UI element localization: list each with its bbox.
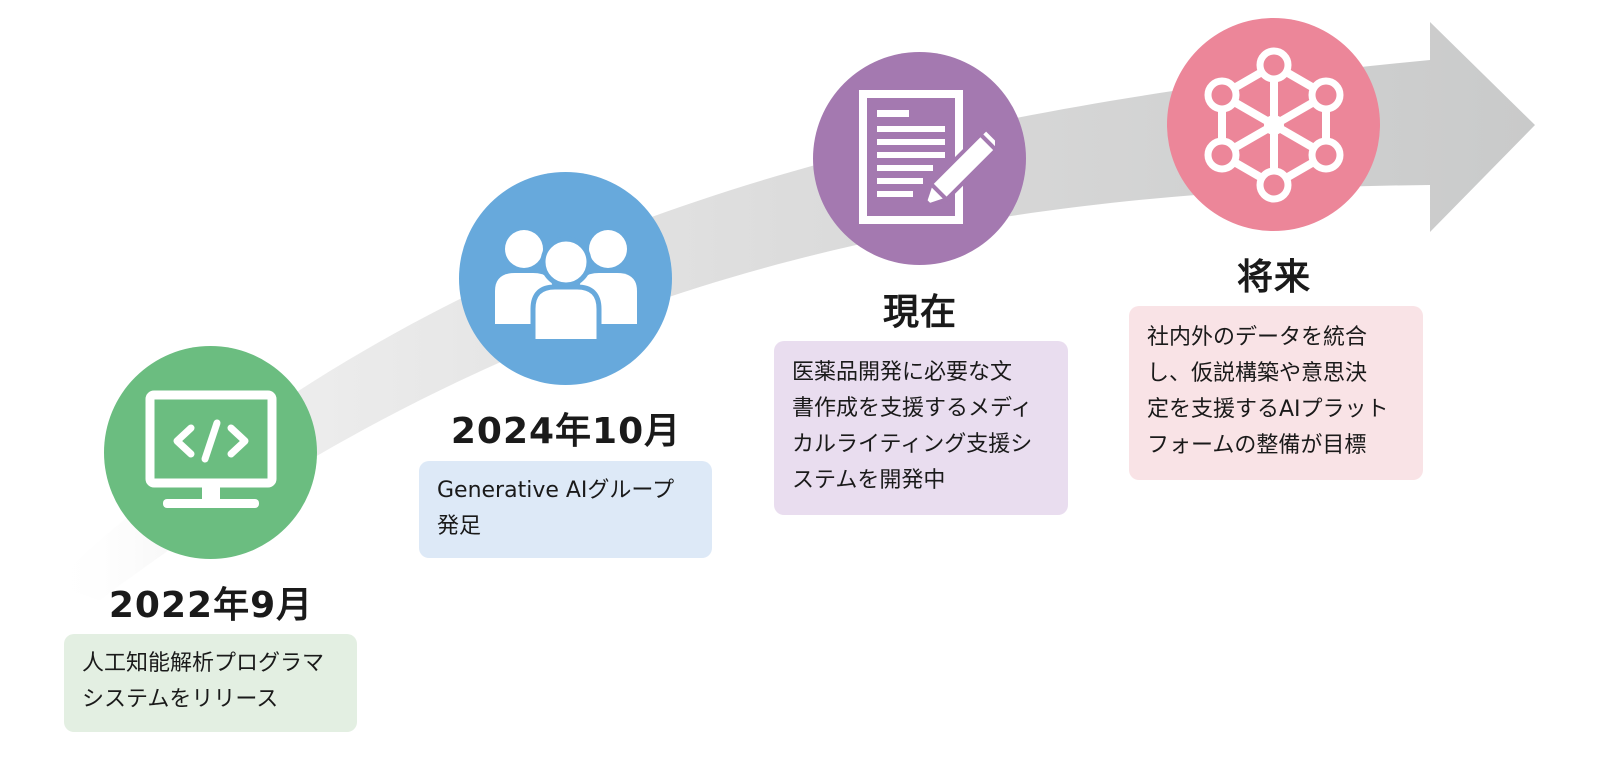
description-line: カルライティング支援シ	[792, 432, 1033, 457]
milestone-3-label: 現在	[882, 292, 957, 333]
milestone-4-label: 将来	[1236, 257, 1311, 298]
description-line: フォームの整備が目標	[1147, 433, 1367, 458]
milestone-3-circle	[813, 52, 1026, 265]
arrow-body	[50, 22, 1535, 600]
description-line: Generative AIグループ	[437, 478, 675, 503]
milestone-1-label: 2022年9月	[108, 585, 314, 626]
description-line: 医薬品開発に必要な文	[792, 360, 1013, 385]
document-pen-icon	[858, 89, 995, 224]
milestone-1-circle	[104, 346, 317, 559]
description-line: し、仮説構築や意思決	[1147, 361, 1368, 386]
description-line: システムをリリース	[82, 687, 279, 712]
description-line: 発足	[437, 514, 482, 539]
milestone-2-description: Generative AIグループ 発足	[419, 461, 712, 558]
description-line: 定を支援するAIプラット	[1147, 397, 1389, 422]
monitor-code-icon	[145, 390, 276, 508]
description-line: ステムを開発中	[792, 468, 946, 493]
description-line: 人工知能解析プログラマ	[82, 651, 325, 676]
group-icon	[494, 229, 637, 339]
milestone-2-label: 2024年10月	[450, 411, 682, 452]
milestone-3-description: 医薬品開発に必要な文 書作成を支援するメディ カルライティング支援シ ステムを開…	[774, 341, 1068, 515]
milestone-1-description: 人工知能解析プログラマ システムをリリース	[64, 634, 357, 732]
milestone-4-circle	[1167, 18, 1380, 231]
description-line: 書作成を支援するメディ	[792, 396, 1033, 421]
network-icon	[1204, 47, 1343, 202]
description-line: 社内外のデータを統合	[1147, 325, 1368, 350]
milestone-2-circle	[459, 172, 672, 385]
milestone-4-description: 社内外のデータを統合 し、仮説構築や意思決 定を支援するAIプラット フォームの…	[1129, 306, 1423, 480]
